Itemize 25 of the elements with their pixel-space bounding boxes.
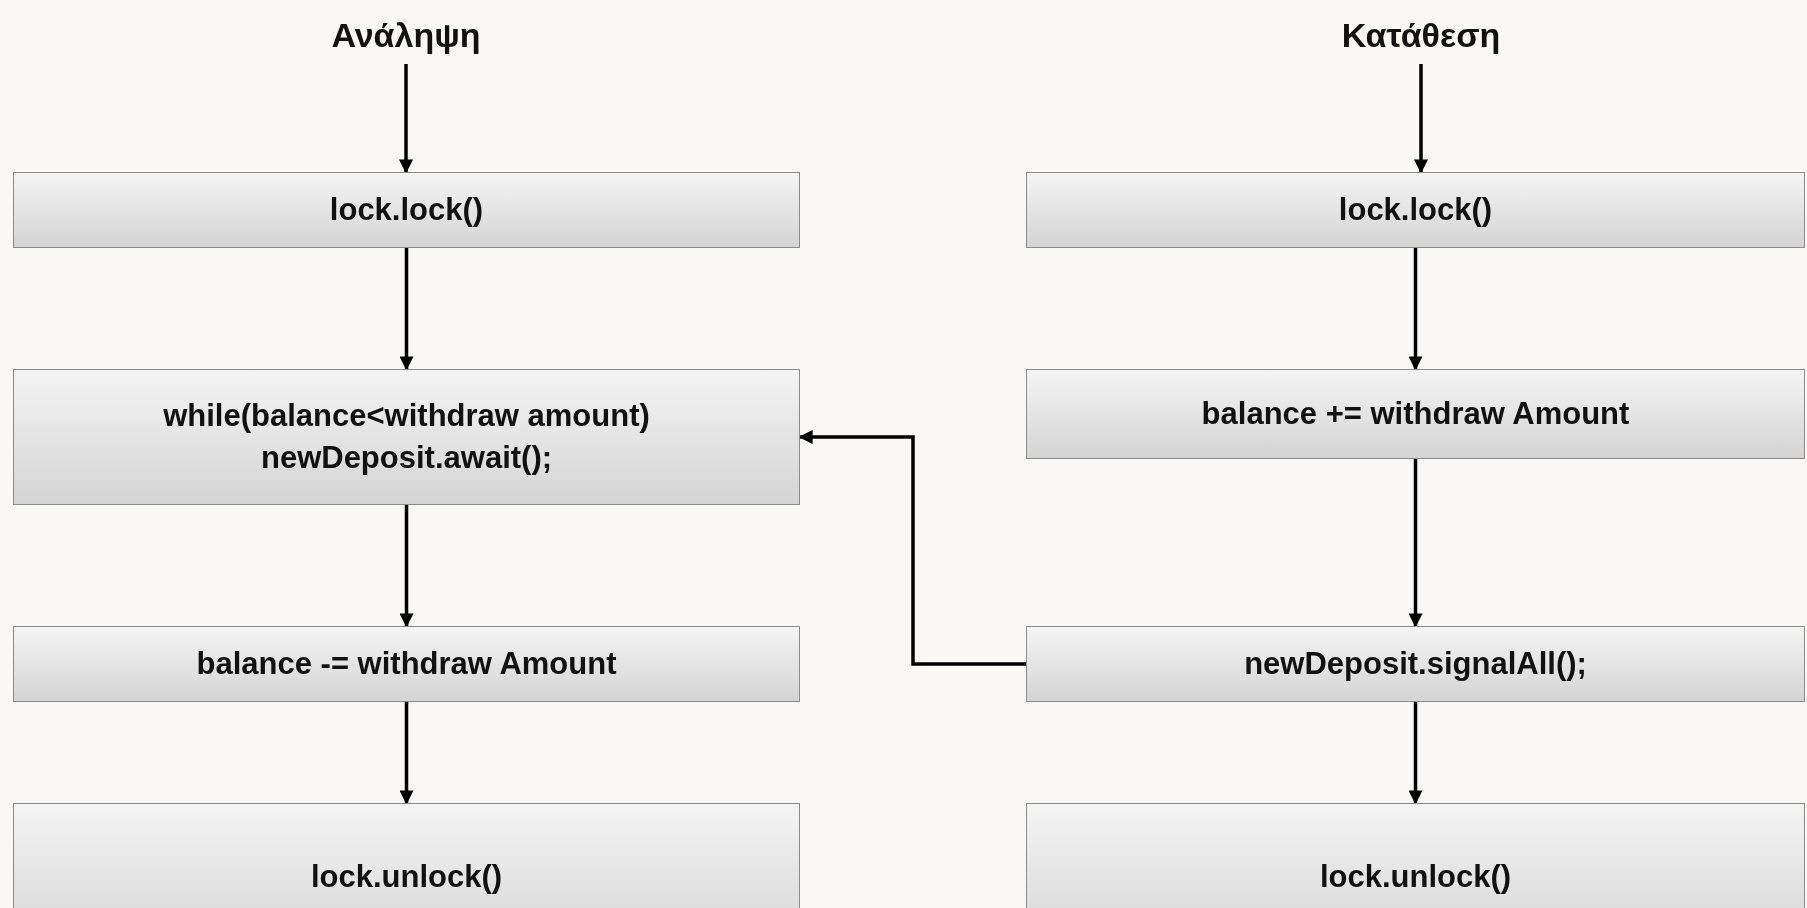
arrow: [399, 505, 414, 628]
process-box: [13, 172, 800, 248]
process-box: [13, 369, 800, 505]
code-text: newDeposit.signalAll();: [1243, 645, 1588, 684]
column-heading: Ανάληψη: [330, 15, 482, 57]
arrow: [1414, 64, 1428, 174]
code-text: while(balance<withdraw amount) newDeposit.await();: [162, 397, 651, 477]
process-box: [1026, 626, 1805, 702]
code-text: balance += withdraw Amount: [1200, 395, 1631, 434]
code-text: balance -= withdraw Amount: [195, 645, 618, 684]
code-text: lock.unlock(): [309, 858, 504, 896]
arrow: [1408, 459, 1423, 628]
code-text: lock.lock(): [1337, 191, 1494, 230]
arrow: [399, 702, 414, 805]
code-text: lock.lock(): [328, 191, 485, 230]
arrow: [1408, 702, 1423, 805]
column-heading: Κατάθεση: [1340, 15, 1502, 57]
process-box: [1026, 369, 1805, 459]
arrow: [798, 430, 1026, 666]
arrow: [399, 64, 413, 174]
arrow: [1408, 248, 1423, 371]
process-box: [13, 626, 800, 702]
process-box: [1026, 172, 1805, 248]
code-text: lock.unlock(): [1318, 858, 1513, 896]
arrow: [399, 248, 414, 371]
